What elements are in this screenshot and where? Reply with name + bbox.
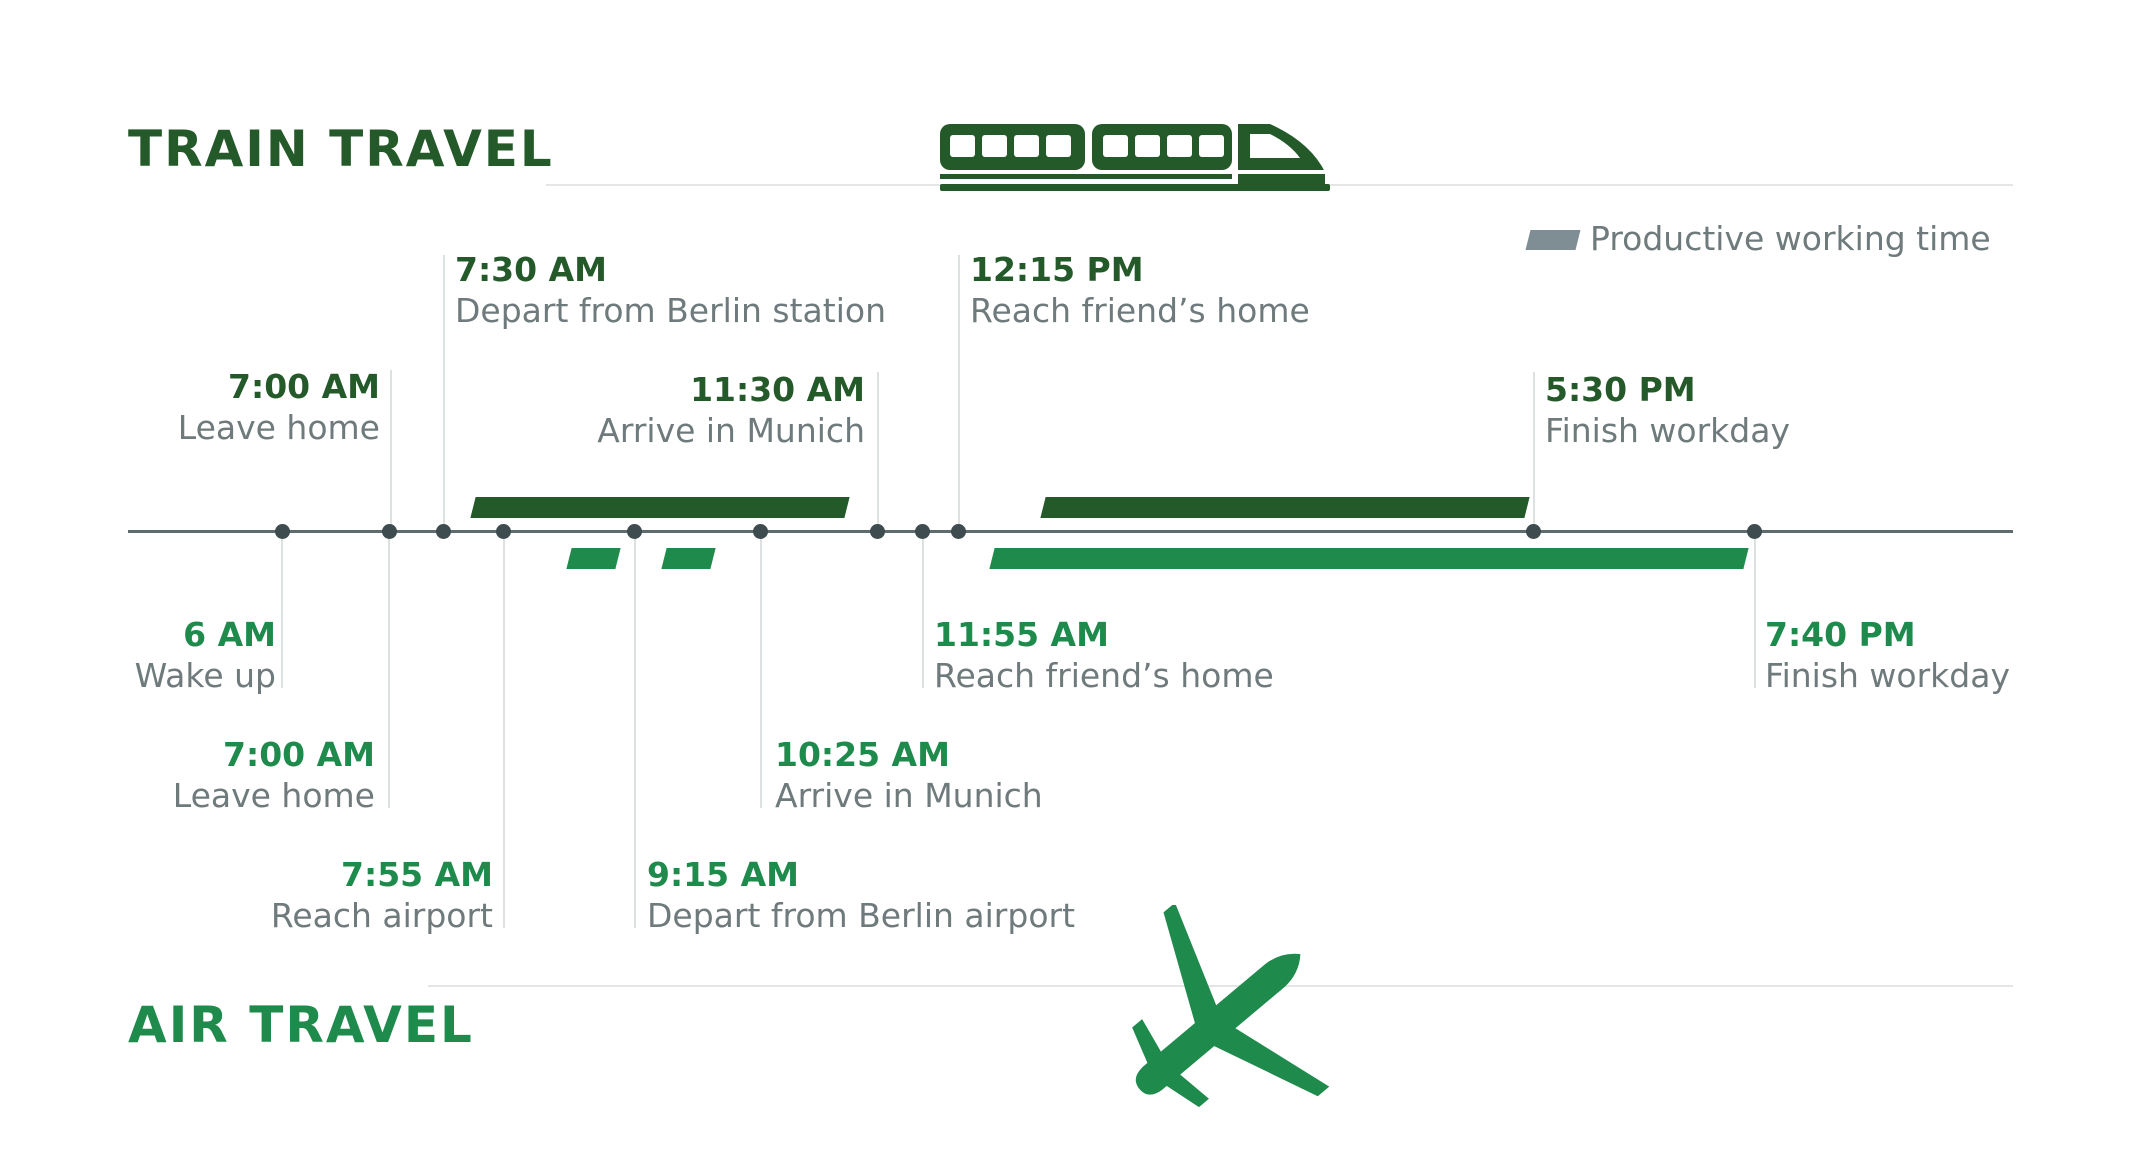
legend-swatch (1525, 230, 1581, 250)
air-productive-bar (989, 548, 1749, 569)
air-tick-friend (922, 533, 924, 688)
air-event-leave: 7:00 AM Leave home (172, 735, 375, 815)
train-productive-bar (470, 497, 850, 518)
train-tick-arrive (877, 372, 879, 530)
train-event-arrive: 11:30 AM Arrive in Munich (597, 370, 865, 450)
timeline-node (627, 524, 642, 539)
air-tick-munich (760, 533, 762, 808)
train-event-friend: 12:15 PM Reach friend’s home (970, 250, 1310, 330)
air-tick-finish (1754, 533, 1756, 688)
train-event-depart: 7:30 AM Depart from Berlin station (455, 250, 886, 330)
timeline-node (951, 524, 966, 539)
air-event-airport: 7:55 AM Reach airport (270, 855, 493, 935)
timeline-node (915, 524, 930, 539)
air-tick-leave (388, 533, 390, 808)
air-productive-bar (661, 548, 716, 569)
air-tick-depart (634, 533, 636, 928)
timeline-node (1526, 524, 1541, 539)
air-event-finish: 7:40 PM Finish workday (1765, 615, 2010, 695)
timeline-node (382, 524, 397, 539)
air-event-wake: 6 AM Wake up (134, 615, 276, 695)
train-tick-finish (1533, 372, 1535, 530)
air-travel-heading: AIR TRAVEL (128, 996, 474, 1054)
timeline-node (753, 524, 768, 539)
air-heading-rule (428, 985, 2013, 987)
train-event-leave: 7:00 AM Leave home (177, 367, 380, 447)
timeline-node (436, 524, 451, 539)
legend-label: Productive working time (1590, 219, 1991, 258)
timeline-node (496, 524, 511, 539)
timeline-node (870, 524, 885, 539)
train-tick-leave (390, 370, 392, 530)
air-event-depart: 9:15 AM Depart from Berlin airport (647, 855, 1076, 935)
air-event-friend: 11:55 AM Reach friend’s home (934, 615, 1274, 695)
train-event-finish: 5:30 PM Finish workday (1545, 370, 1790, 450)
airplane-icon (1132, 905, 1330, 1108)
timeline-node (1747, 524, 1762, 539)
air-tick-airport (503, 533, 505, 928)
timeline-axis (128, 530, 2013, 533)
air-productive-bar (566, 548, 621, 569)
train-travel-heading: TRAIN TRAVEL (128, 120, 554, 178)
train-icon (940, 124, 1330, 191)
air-event-munich: 10:25 AM Arrive in Munich (775, 735, 1043, 815)
air-tick-wake (281, 533, 283, 688)
train-productive-bar (1040, 497, 1530, 518)
train-tick-friend (958, 255, 960, 530)
train-tick-depart (443, 255, 445, 530)
timeline-node (275, 524, 290, 539)
